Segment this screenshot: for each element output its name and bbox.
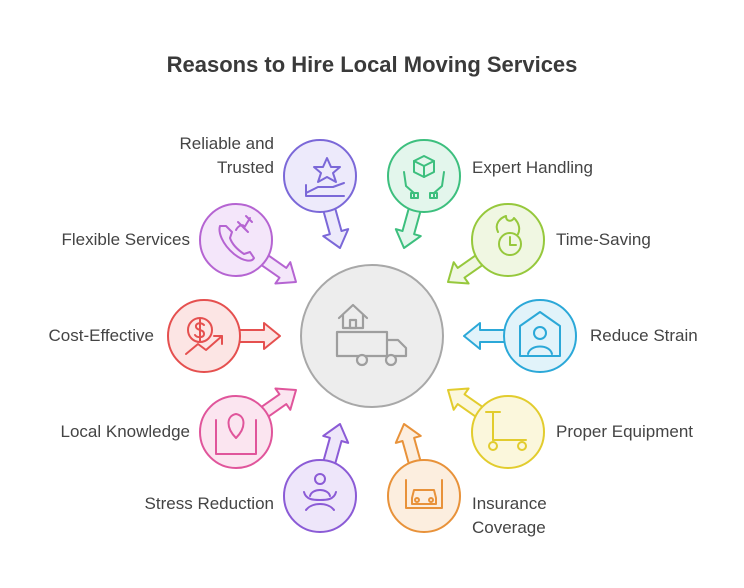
node-insurance-coverage [387,459,461,533]
label-reduce-strain: Reduce Strain [590,326,698,345]
pallet-jack-icon [485,411,527,451]
moving-truck-house-icon [335,303,408,367]
dollar-growth-icon [185,317,223,355]
node-proper-equipment [471,395,545,469]
label-flexible-services: Flexible Services [61,230,191,249]
map-pin-icon [215,413,257,455]
clock-fire-icon [495,215,522,256]
label-local-knowledge: Local Knowledge [60,422,190,441]
meditation-icon [303,473,337,511]
node-local-knowledge [199,395,273,469]
car-shield-icon [405,479,443,509]
person-house-icon [519,311,561,357]
node-flexible-services [199,203,273,277]
box-hands-icon [403,155,445,199]
label-expert-handling: Expert Handling [472,158,593,177]
label-cost-effective: Cost-Effective [48,326,154,345]
center-hub [300,264,444,408]
diagram-title: Reasons to Hire Local Moving Services [166,52,578,77]
label-proper-equipment: Proper Equipment [556,422,694,441]
star-hand-icon [305,157,345,197]
label-time-saving: Time-Saving [556,230,651,249]
node-stress-reduction [283,459,357,533]
phone-tools-icon [218,215,255,262]
label-stress-reduction: Stress Reduction [144,494,274,513]
node-reduce-strain [503,299,577,373]
node-time-saving [471,203,545,277]
